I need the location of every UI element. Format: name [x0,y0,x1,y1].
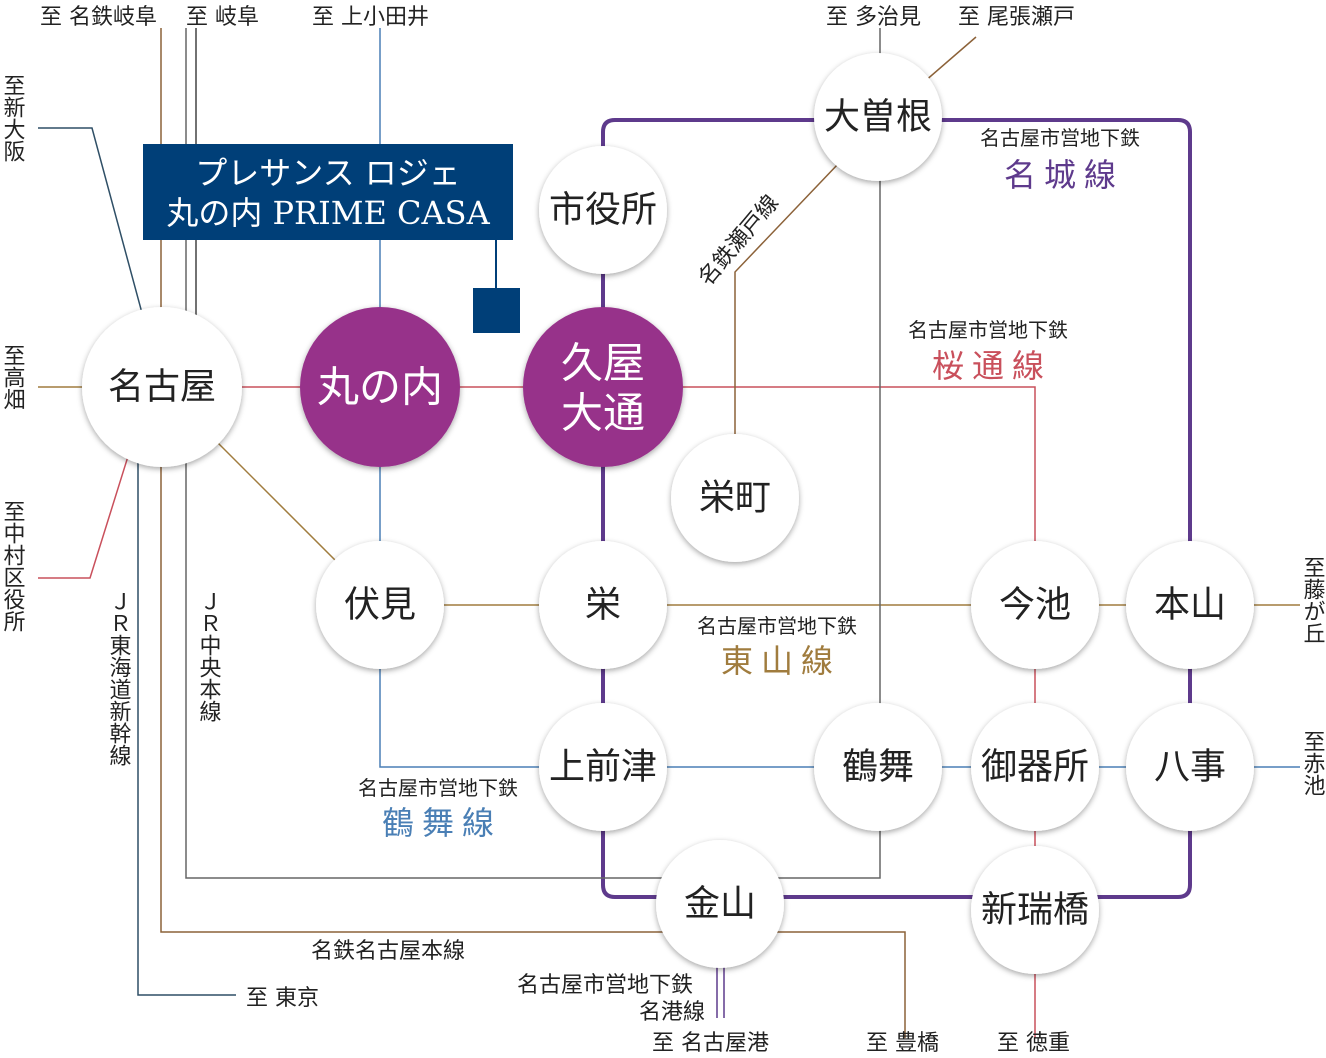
station-nagoya-label: 名古屋 [108,367,216,408]
meiko-operator: 名古屋市営地下鉄 [517,973,693,998]
station-aratamabashi-label: 新瑞橋 [981,890,1089,931]
dest-owari-seto: 至 尾張瀬戸 [958,5,1075,30]
callout-line2: 丸の内 PRIME CASA [166,194,490,232]
station-tsurumai[interactable]: 鶴舞 [814,703,942,831]
station-fushimi[interactable]: 伏見 [316,541,444,669]
station-marunouchi-label: 丸の内 [317,363,443,412]
dest-tokushige: 至 徳重 [997,1031,1070,1056]
meitetsu-main-name: 名鉄名古屋本線 [311,939,465,964]
station-yagoto[interactable]: 八事 [1126,703,1254,831]
station-motoyama-label: 本山 [1154,585,1226,626]
dest-fujigaoka: 至藤が丘 [1300,556,1326,644]
station-shiyakusho[interactable]: 市役所 [539,146,667,274]
station-marunouchi[interactable]: 丸の内 [300,307,460,467]
tsurumai-operator: 名古屋市営地下鉄 [358,776,518,800]
station-yagoto-label: 八事 [1154,747,1226,788]
station-ozone[interactable]: 大曽根 [814,53,942,181]
station-aratamabashi[interactable]: 新瑞橋 [971,846,1099,974]
station-tsurumai-label: 鶴舞 [842,747,914,788]
meitetsu-main-line [160,28,906,1038]
property-marker [473,288,520,333]
station-nagoya[interactable]: 名古屋 [82,307,242,467]
jr-shinkansen-line [38,127,236,996]
station-sakae[interactable]: 栄 [539,541,667,669]
station-sakaemachi[interactable]: 栄町 [671,434,799,562]
dest-tokyo: 至 東京 [246,986,319,1011]
meijo-line [601,118,1192,899]
dest-shin-osaka: 至新大阪 [0,74,26,162]
dest-nakamura-kuyakusho: 至中村区役所 [0,500,26,632]
jr-shinkansen-name: ＪＲ東海道新幹線 [106,590,132,766]
sakura-dori-name: 桜通線 [932,347,1052,385]
callout-line1: プレサンス ロジェ [195,154,461,192]
sakura-dori-west [38,449,131,579]
station-kanayama[interactable]: 金山 [656,840,784,968]
meijo-operator: 名古屋市営地下鉄 [980,126,1140,150]
dest-kami-otai: 至 上小田井 [312,5,429,30]
dest-gifu: 至 岐阜 [186,5,259,30]
station-motoyama[interactable]: 本山 [1126,541,1254,669]
station-kanayama-label: 金山 [684,884,756,925]
meiko-name: 名港線 [639,1000,705,1025]
station-hisaya-label-2: 大通 [561,389,645,438]
station-imaike-label: 今池 [999,585,1071,626]
dest-nagoyako: 至 名古屋港 [652,1031,769,1056]
station-hisaya-odori[interactable]: 久屋 大通 [523,307,683,467]
station-shiyakusho-label: 市役所 [549,190,657,231]
sakura-dori-operator: 名古屋市営地下鉄 [908,318,1068,342]
dest-akaike: 至赤池 [1300,730,1326,796]
station-gokiso-label: 御器所 [981,747,1089,788]
dest-tajimi: 至 多治見 [826,5,921,30]
station-ozone-label: 大曽根 [824,97,932,138]
dest-takabata: 至高畑 [0,344,26,410]
station-hisaya-label-1: 久屋 [561,339,645,388]
station-sakaemachi-label: 栄町 [699,478,771,519]
station-fushimi-label: 伏見 [344,585,416,626]
tsurumai-name: 鶴舞線 [382,804,502,842]
higashiyama-name: 東山線 [721,642,841,680]
jr-chuo-name: ＪＲ中央本線 [196,590,222,722]
dest-toyohashi: 至 豊橋 [866,1031,939,1056]
station-gokiso[interactable]: 御器所 [971,703,1099,831]
seto-line-name: 名鉄瀬戸線 [694,191,784,291]
station-kamimaezu[interactable]: 上前津 [539,703,667,831]
dest-meitetsu-gifu: 至 名鉄岐阜 [40,5,157,30]
station-sakae-label: 栄 [585,585,621,626]
higashiyama-operator: 名古屋市営地下鉄 [697,614,857,638]
property-callout-box [143,144,513,240]
station-kamimaezu-label: 上前津 [549,747,657,788]
station-imaike[interactable]: 今池 [971,541,1099,669]
meijo-name: 名城線 [1004,156,1124,194]
